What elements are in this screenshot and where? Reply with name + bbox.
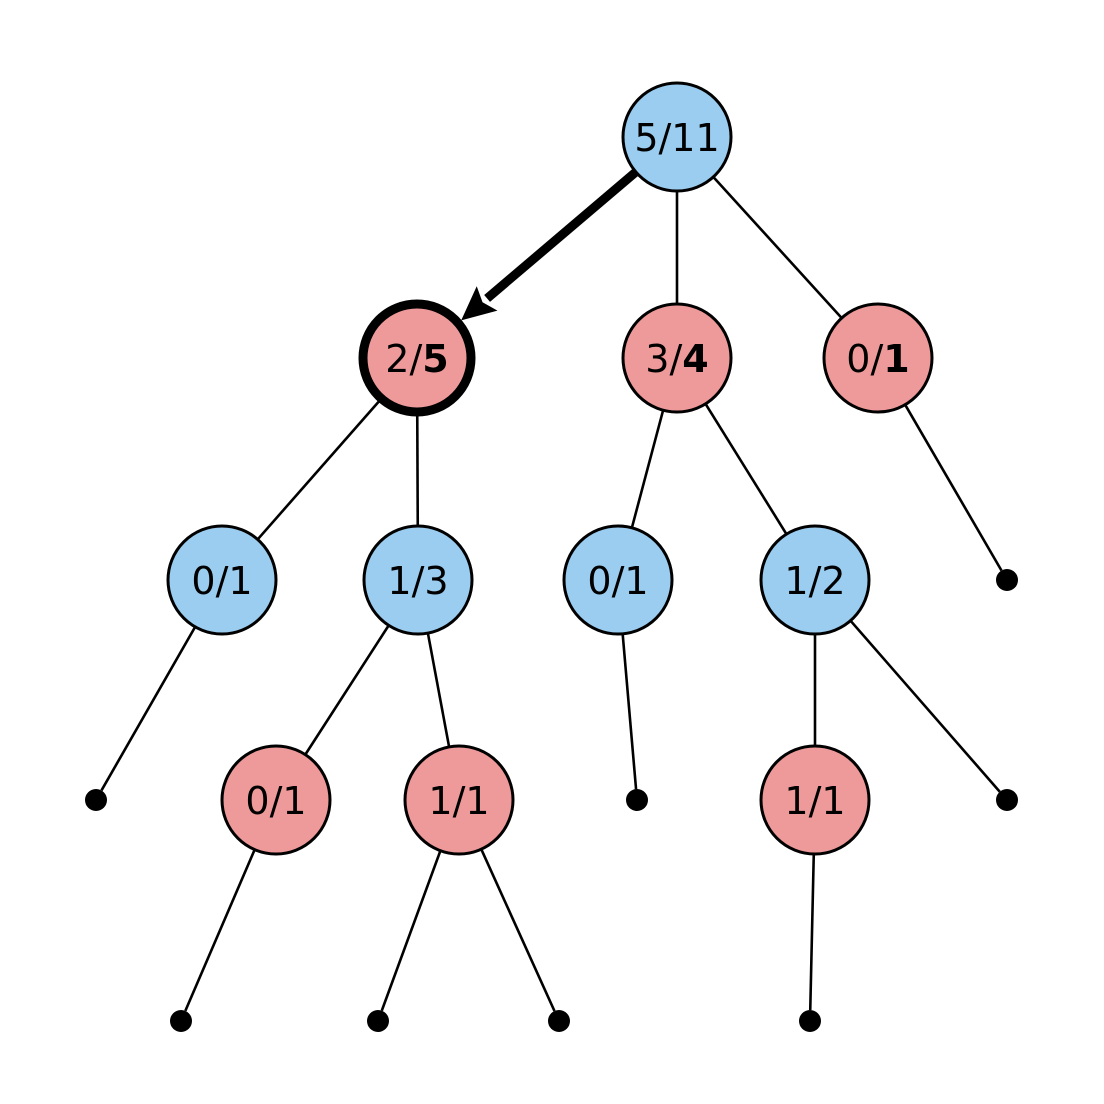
tree-node[interactable]: 1/1 (403, 744, 515, 856)
node-circle[interactable] (759, 744, 871, 856)
tree-node[interactable]: 3/4 (621, 302, 733, 414)
selection-arrowhead-icon (461, 286, 498, 321)
tree-node[interactable]: 1/2 (759, 524, 871, 636)
tree-edge (630, 409, 665, 529)
tree-edge (808, 853, 816, 1011)
leaf-dot[interactable] (996, 789, 1018, 811)
tree-edge (426, 632, 451, 748)
tree-node[interactable]: 5/11 (621, 81, 733, 193)
tree-node[interactable]: 1/1 (759, 744, 871, 856)
leaf-dot[interactable] (996, 569, 1018, 591)
edge-layer (100, 168, 1003, 1012)
node-circle[interactable] (403, 744, 515, 856)
tree-edge (704, 403, 788, 535)
node-circle[interactable] (621, 81, 733, 193)
node-circle[interactable] (220, 744, 332, 856)
tree-node[interactable]: 1/3 (362, 524, 474, 636)
tree-node[interactable]: 0/1 (220, 744, 332, 856)
node-circle[interactable] (362, 524, 474, 636)
node-circle[interactable] (358, 299, 476, 417)
leaf-dot[interactable] (367, 1010, 389, 1032)
node-circle[interactable] (621, 302, 733, 414)
node-circle[interactable] (822, 302, 934, 414)
leaf-dot[interactable] (799, 1010, 821, 1032)
tree-edge-selected (484, 168, 639, 302)
tree-edge (621, 633, 638, 790)
tree-edge (184, 849, 256, 1012)
tree-edge (380, 850, 442, 1012)
node-circle[interactable] (759, 524, 871, 636)
tree-edge (256, 397, 383, 541)
tree-edge (304, 624, 390, 756)
node-layer: 5/11 2/5 3/4 0/1 0/1 1/3 0/1 1/2 0/1 1/1 1/1 (166, 81, 934, 856)
leaf-dot[interactable] (170, 1010, 192, 1032)
tree-edge (904, 404, 1003, 572)
leaf-dot[interactable] (548, 1010, 570, 1032)
tree-edge (849, 619, 1001, 793)
tree-edge (100, 626, 197, 792)
tree-node[interactable]: 0/1 (562, 524, 674, 636)
leaf-dot[interactable] (626, 789, 648, 811)
tree-node-selected[interactable]: 2/5 (358, 299, 476, 417)
node-circle[interactable] (166, 524, 278, 636)
leaf-dot[interactable] (85, 789, 107, 811)
node-circle[interactable] (562, 524, 674, 636)
leaf-dot-layer (85, 569, 1018, 1032)
tree-edge (480, 848, 556, 1012)
tree-edge (712, 176, 843, 319)
tree-edge (415, 411, 420, 527)
tree-node[interactable]: 0/1 (822, 302, 934, 414)
tree-node[interactable]: 0/1 (166, 524, 278, 636)
